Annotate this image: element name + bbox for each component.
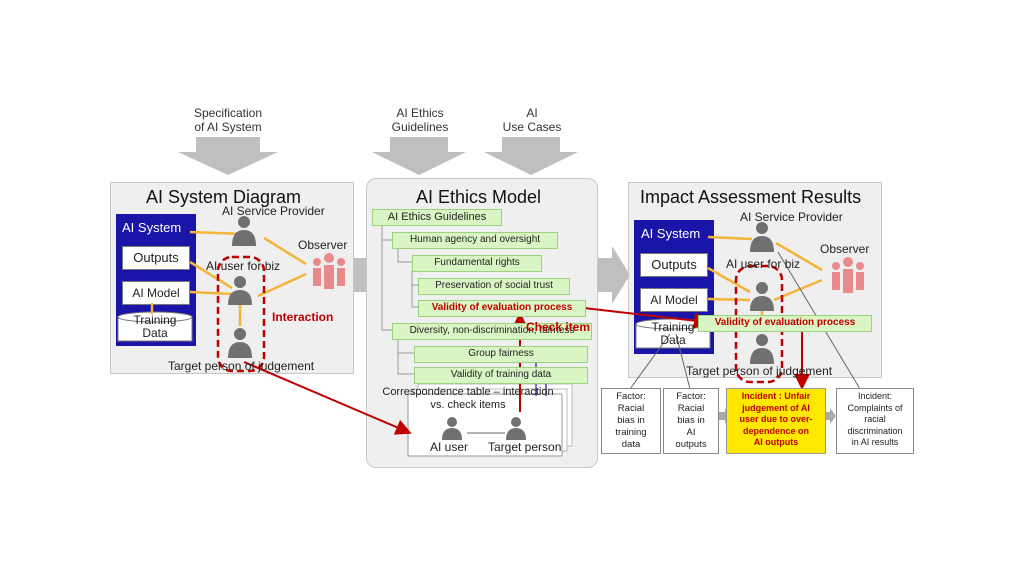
right-ai-model-box: AI Model: [640, 288, 708, 312]
middle-to-right-arrow: [596, 246, 630, 304]
ethics-item-fundamental-rights: Fundamental rights: [412, 255, 542, 272]
spec-down-arrow: [178, 137, 278, 175]
correspondence-table-stack: [407, 383, 573, 457]
outputs-box: Outputs: [122, 246, 190, 270]
interaction-to-table-arrow: [243, 361, 412, 435]
incident-complaints-box: Incident: Complaints of racial discrimin…: [836, 388, 914, 454]
incident-unfair-judgement-box: Incident : Unfair judgement of AI user d…: [726, 388, 826, 454]
guidelines-label: AI Ethics Guidelines: [391, 106, 449, 134]
right-provider-label: AI Service Provider: [740, 210, 843, 224]
factor-ai-outputs-box: Factor: Racial bias in AI outputs: [663, 388, 719, 454]
interaction-highlight: [216, 255, 266, 373]
usecases-label: AI Use Cases: [502, 106, 562, 134]
correspondence-table-title: Correspondence table – interaction vs. c…: [382, 386, 554, 411]
right-user-person-icon: [750, 282, 774, 311]
right-observer-label: Observer: [820, 242, 870, 256]
right-outputs-box: Outputs: [640, 253, 708, 277]
usecases-down-arrow: [484, 137, 578, 175]
system-diagram-title: AI System Diagram: [146, 187, 302, 207]
impact-results-title: Impact Assessment Results: [640, 187, 862, 207]
right-provider-person-icon: [750, 222, 774, 252]
table-target-person-label: Target person: [488, 440, 562, 454]
provider-label: AI Service Provider: [222, 204, 325, 218]
ethics-item-validity: Validity of evaluation process: [418, 300, 586, 317]
right-validity-tag: Validity of evaluation process: [698, 315, 872, 332]
provider-person-icon: [232, 216, 256, 246]
table-ai-user-label: AI user: [430, 440, 469, 454]
left-orange-links: [150, 230, 307, 326]
right-ai-system-label: AI System: [641, 226, 701, 241]
right-target-person-icon: [750, 334, 774, 364]
ethics-item-guidelines: AI Ethics Guidelines: [372, 209, 502, 226]
ethics-tree-connectors: [381, 226, 418, 375]
ai-system-label: AI System: [122, 220, 182, 235]
table-user-icon: [442, 417, 462, 440]
user-label: AI user for biz: [206, 259, 281, 273]
observer-group-icon: [313, 253, 345, 289]
ai-model-box: AI Model: [122, 281, 190, 305]
ethics-item-human-agency: Human agency and oversight: [392, 232, 558, 249]
table-target-icon: [506, 417, 526, 440]
right-observer-group-icon: [832, 257, 864, 293]
factor-training-data-box: Factor: Racial bias in training data: [601, 388, 661, 454]
guidelines-down-arrow: [372, 137, 466, 175]
target-label: Target person of judgement: [168, 359, 315, 373]
ethics-item-group-fairness: Group fairness: [414, 346, 588, 363]
user-person-icon: [228, 276, 252, 305]
interaction-label: Interaction: [272, 310, 334, 324]
right-user-label: AI user for biz: [726, 257, 801, 271]
validity-to-results-arrow: [583, 307, 710, 329]
right-training-data-label: Training Data: [651, 320, 695, 347]
target-person-icon: [228, 328, 252, 358]
training-data-label: Training Data: [133, 313, 177, 340]
spec-label: Specification of AI System: [193, 106, 263, 134]
ethics-item-training-data: Validity of training data: [414, 367, 588, 384]
right-target-label: Target person of judgement: [686, 364, 833, 378]
observer-label: Observer: [298, 238, 348, 252]
ethics-model-title: AI Ethics Model: [416, 187, 542, 207]
check-item-label: Check item: [526, 320, 591, 334]
ethics-item-social-trust: Preservation of social trust: [418, 278, 570, 295]
ethics-item-diversity: Diversity, non-discrimination, fairness: [392, 323, 592, 340]
training-data-cylinder: [117, 311, 193, 342]
